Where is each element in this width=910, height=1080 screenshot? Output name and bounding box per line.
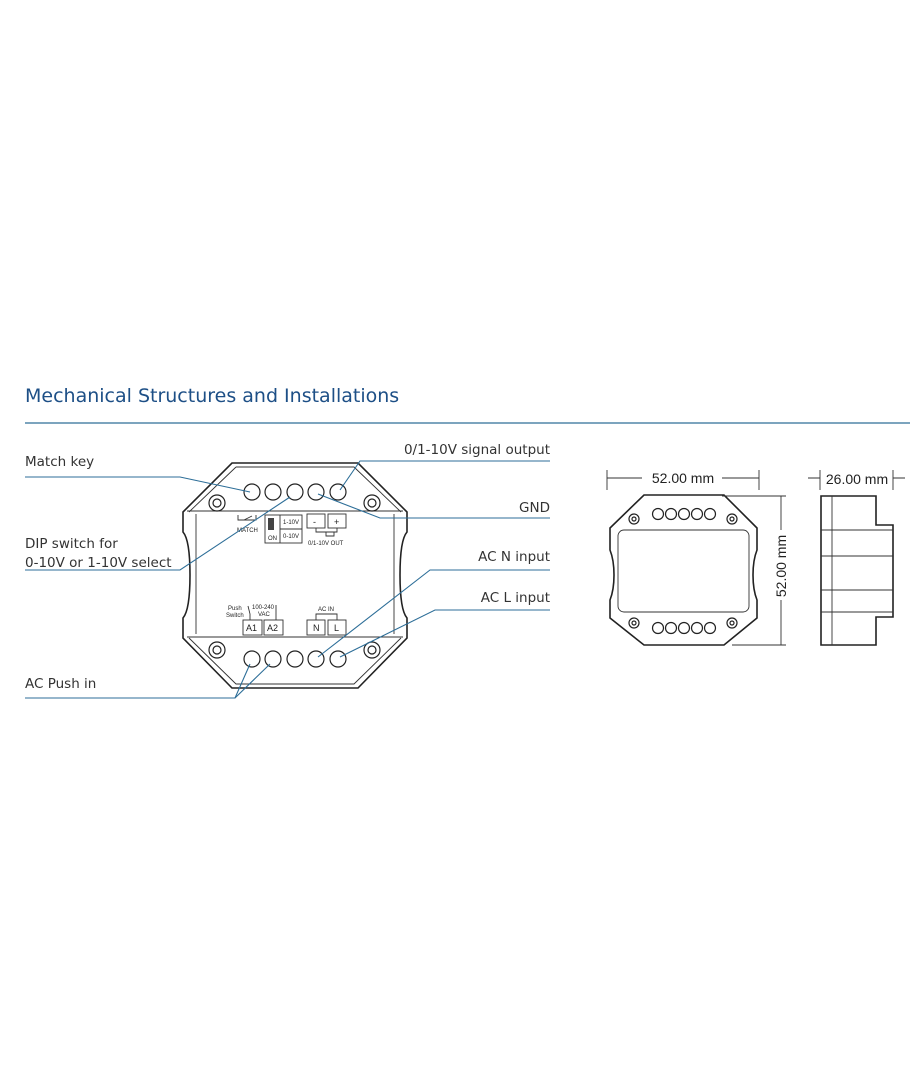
callout-dip-switch-line1: DIP switch for <box>25 536 118 552</box>
out-label: 0/1-10V OUT <box>308 541 344 547</box>
callout-ac-push-in: AC Push in <box>25 676 96 692</box>
depth-dimension: 26.00 mm <box>826 471 888 487</box>
push-label: Push <box>228 606 242 612</box>
dip-1-10v-label: 1-10V <box>283 520 299 526</box>
callout-match-key: Match key <box>25 454 94 470</box>
l-terminal: L <box>334 623 339 633</box>
a1-terminal: A1 <box>246 623 257 633</box>
callout-dip-switch-line2: 0-10V or 1-10V select <box>25 555 172 571</box>
a2-terminal: A2 <box>267 623 278 633</box>
device-front-view: MATCH 1-10V 0-10V ON - + 0/1-10V OUT Pus… <box>182 462 408 689</box>
width-dimension: 52.00 mm <box>652 470 714 486</box>
leader-lines <box>25 460 550 699</box>
vac-range-label: 100-240 <box>252 605 275 611</box>
height-dimension: 52.00 mm <box>773 535 789 597</box>
vac-label: VAC <box>258 612 271 618</box>
device-side-view <box>808 470 905 646</box>
n-terminal: N <box>313 623 320 633</box>
device-top-view <box>606 470 786 646</box>
callout-ac-l-input: AC L input <box>481 590 550 606</box>
section-title: Mechanical Structures and Installations <box>25 385 399 407</box>
dip-0-10v-label: 0-10V <box>283 534 299 540</box>
top-terminal-holes <box>243 483 347 501</box>
callout-signal-output: 0/1-10V signal output <box>404 442 550 458</box>
match-label: MATCH <box>237 528 258 534</box>
ac-in-label: AC IN <box>318 607 334 613</box>
dip-on-label: ON <box>268 536 277 542</box>
screw-holes <box>208 494 381 659</box>
minus-terminal: - <box>313 517 316 527</box>
switch-label: Switch <box>226 613 244 619</box>
bottom-terminal-holes <box>243 650 347 668</box>
plus-terminal: + <box>334 517 339 527</box>
callout-gnd: GND <box>519 500 550 516</box>
callout-ac-n-input: AC N input <box>478 549 550 565</box>
